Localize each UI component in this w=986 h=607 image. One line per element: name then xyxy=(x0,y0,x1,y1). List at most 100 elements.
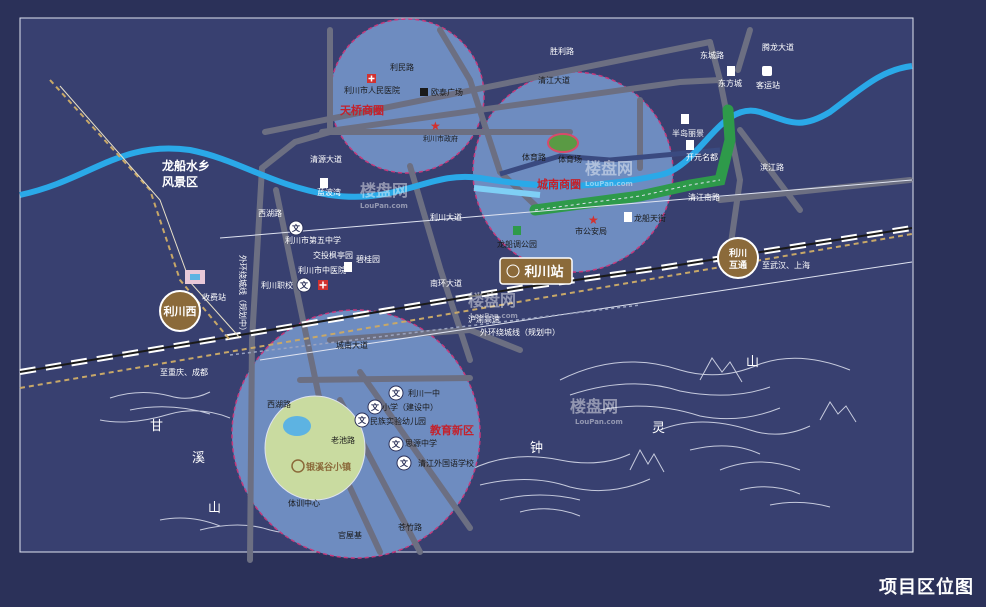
poi-mall: 欧泰广场 xyxy=(431,87,463,97)
bus-icon xyxy=(762,66,772,76)
mountain-char-2: 溪 xyxy=(192,451,205,466)
poi-training: 体训中心 xyxy=(288,498,320,508)
park-tree-icon xyxy=(513,226,521,235)
road-nanhuan: 南环大道 xyxy=(430,278,462,288)
road-shengli: 胜利路 xyxy=(550,46,574,56)
station-icon xyxy=(506,264,520,278)
poi-longchuan: 龙船天街 xyxy=(634,213,666,223)
planned-outer-rail-v xyxy=(49,79,231,341)
to-wuhan-label: 至武汉、上海 xyxy=(762,260,810,270)
project-logo-icon xyxy=(291,459,305,473)
poi-park: 龙船调公园 xyxy=(497,239,537,249)
poi-toll: 收费站 xyxy=(202,292,226,302)
interchange-label-1: 利川 xyxy=(728,247,747,259)
watermark: 楼盘网 LouPan.com 楼盘网 LouPan.com 楼盘网 LouPan… xyxy=(360,159,633,426)
tcm-hospital-icon xyxy=(318,280,328,290)
mountain-char-5: 灵 xyxy=(652,421,665,436)
poi-fengting: 交投枫亭园 xyxy=(313,250,353,260)
road-network xyxy=(247,27,913,563)
poi-kaiyuan: 开元名都 xyxy=(686,152,718,162)
mountain-char-4: 钟 xyxy=(530,440,543,456)
road-yanyun: 苍竹路 xyxy=(398,522,422,532)
poi-tcm: 利川市中医院 xyxy=(298,265,346,275)
lichuan-station-label: 利川站 xyxy=(524,264,563,280)
green-belt xyxy=(529,104,736,216)
outer-rail-vertical-label: 外环绕城线（规划中） xyxy=(238,255,248,335)
poi-hospital1: 利川市人民医院 xyxy=(344,85,400,95)
mountain-char-3: 山 xyxy=(208,501,221,516)
svg-text:文: 文 xyxy=(358,415,367,425)
railway-core xyxy=(19,227,913,373)
scenic-label-2: 风景区 xyxy=(162,175,198,189)
svg-text:LouPan.com: LouPan.com xyxy=(470,312,518,320)
gov-star-icon: ★ xyxy=(430,119,441,133)
road-tenglong: 腾龙大道 xyxy=(762,42,794,52)
highway-thin xyxy=(219,179,913,239)
river xyxy=(19,63,913,200)
mountain-sketches xyxy=(99,357,857,534)
poi-dongfang: 东方城 xyxy=(718,78,742,88)
tianqiao-label: 天桥商圈 xyxy=(340,103,384,117)
lichuan-west-station-badge xyxy=(159,290,201,332)
road-huyu: 沪渝高速 xyxy=(468,314,500,324)
svg-text:LouPan.com: LouPan.com xyxy=(585,180,633,188)
poi-kindergarten: 民族实验幼儿园 xyxy=(370,416,426,426)
jiaoyu-label: 教育新区 xyxy=(429,423,474,437)
road-xihu-2: 西湖路 xyxy=(267,399,291,409)
lichuan-station-badge xyxy=(499,257,573,285)
road-guanwu: 官屋基 xyxy=(338,530,362,540)
inner-road xyxy=(499,147,721,177)
road-outer-rail: 外环绕城线（规划中） xyxy=(480,327,560,337)
poi-keyun: 客运站 xyxy=(756,80,780,90)
poi-school5: 利川市第五中学 xyxy=(285,235,341,245)
rail-thin-south xyxy=(259,261,913,361)
toll-icon xyxy=(185,270,205,284)
svg-text:楼盘网: 楼盘网 xyxy=(360,181,408,200)
poi-banda: 半岛丽景 xyxy=(672,128,704,138)
project-name: 银溪谷小镇 xyxy=(306,461,351,473)
road-chengnan: 城南大道 xyxy=(336,340,368,350)
road-qingjiangnan: 清江南路 xyxy=(688,192,720,202)
road-laochi: 老池路 xyxy=(331,435,355,445)
svg-text:文: 文 xyxy=(292,223,301,233)
poi-bigui: 碧桂园 xyxy=(356,254,380,264)
road-qingjiang-ave: 清江大道 xyxy=(538,75,570,85)
svg-text:文: 文 xyxy=(300,280,309,290)
road-qingyuan: 清源大道 xyxy=(310,154,342,164)
poi-vocational: 利川职校 xyxy=(261,280,293,290)
poi-lanbo: 蓝波湾 xyxy=(317,187,341,197)
school-icons xyxy=(288,220,412,471)
svg-text:LouPan.com: LouPan.com xyxy=(575,418,623,426)
road-xihu: 西湖路 xyxy=(258,208,282,218)
interchange-badge xyxy=(717,237,759,279)
svg-text:楼盘网: 楼盘网 xyxy=(570,397,618,416)
svg-text:文: 文 xyxy=(392,439,401,449)
highway-huyu xyxy=(19,233,913,389)
road-lichuan-ave: 利川大道 xyxy=(430,212,462,222)
road-dongcheng: 东城路 xyxy=(700,50,724,60)
mountain-char-6: 山 xyxy=(746,355,759,370)
poi-sixiang: 思源中学 xyxy=(405,438,437,448)
poi-sports: 体育场 xyxy=(558,154,582,164)
project-area xyxy=(264,395,366,501)
poi-liyi: 利川一中 xyxy=(408,388,440,398)
mall-icon xyxy=(420,88,428,96)
map-title: 项目区位图 xyxy=(879,577,974,598)
stadium-icon xyxy=(547,133,579,153)
lichuan-west-label: 利川西 xyxy=(164,304,197,318)
hospital-icon xyxy=(367,74,376,83)
poi-gov: 利川市政府 xyxy=(423,134,458,143)
planned-outer-rail xyxy=(229,304,641,356)
svg-text:LouPan.com: LouPan.com xyxy=(360,202,408,210)
poi-qingjiang-school: 清江外国语学校 xyxy=(418,458,474,468)
river-highlight xyxy=(473,185,541,198)
project-lake xyxy=(283,416,311,436)
svg-text:楼盘网: 楼盘网 xyxy=(468,291,516,310)
mountain-char-1: 甘 xyxy=(150,419,163,434)
svg-text:文: 文 xyxy=(400,458,409,468)
poi-police: 市公安局 xyxy=(575,226,607,236)
to-chongqing-label: 至重庆、成都 xyxy=(160,367,208,377)
building-icons xyxy=(320,66,735,272)
